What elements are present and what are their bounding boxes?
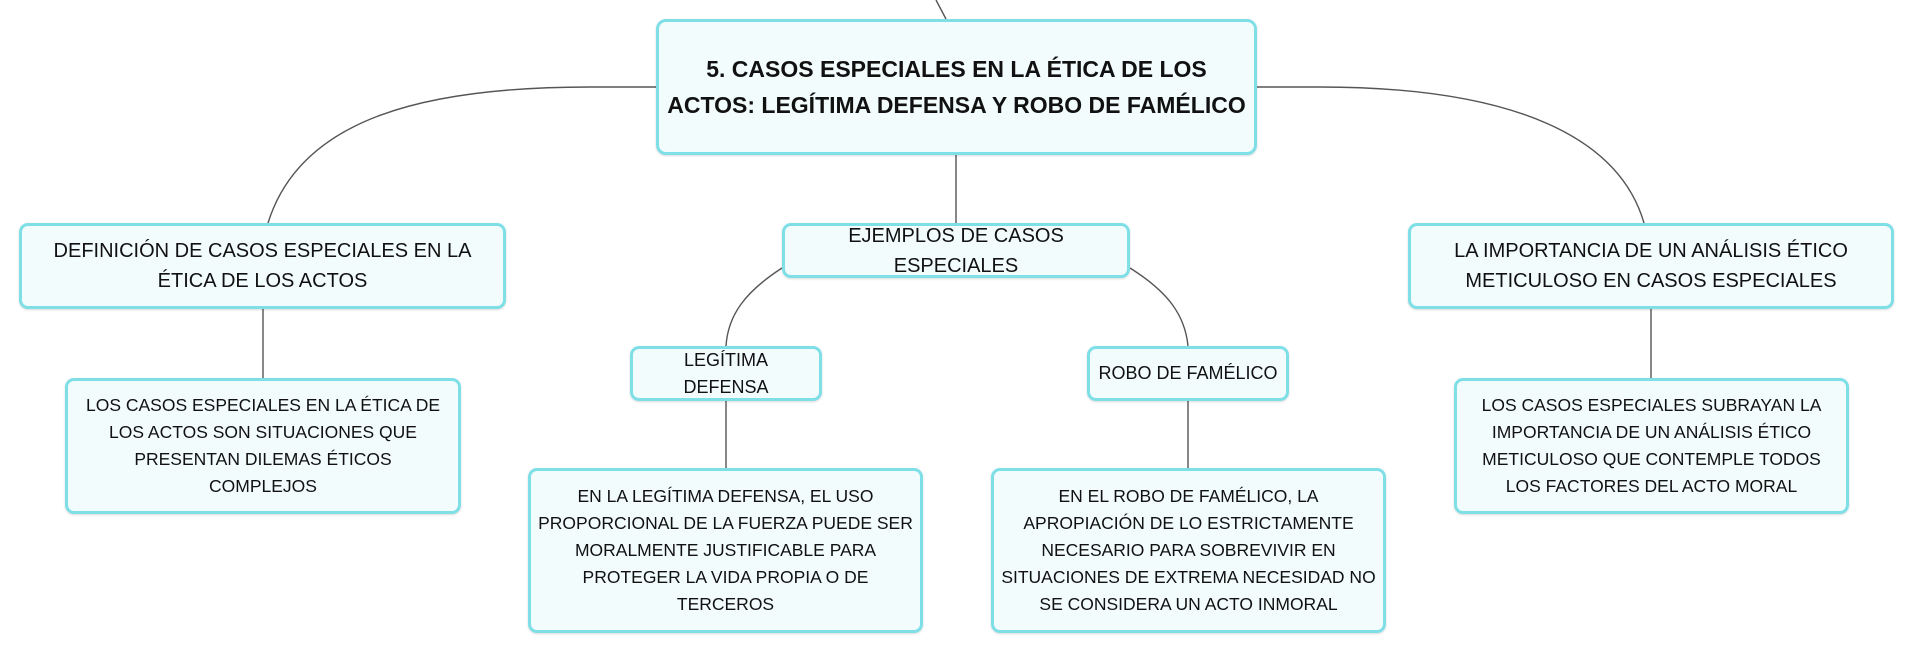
connector-examples-to-self-defense <box>725 267 783 347</box>
definition-detail-node[interactable]: LOS CASOS ESPECIALES EN LA ÉTICA DE LOS … <box>65 378 461 514</box>
examples-topic-node[interactable]: EJEMPLOS DE CASOS ESPECIALES <box>782 223 1130 278</box>
definition-detail-text: LOS CASOS ESPECIALES EN LA ÉTICA DE LOS … <box>85 395 441 496</box>
self-defense-detail-text: EN LA LEGÍTIMA DEFENSA, EL USO PROPORCIO… <box>538 486 913 614</box>
connector-examples-to-famished-theft <box>1129 267 1189 347</box>
importance-detail-text: LOS CASOS ESPECIALES SUBRAYAN LA IMPORTA… <box>1481 395 1822 496</box>
connector-parent-to-root <box>935 0 947 20</box>
root-topic-node[interactable]: 5. CASOS ESPECIALES EN LA ÉTICA DE LOS A… <box>656 19 1257 155</box>
famished-theft-detail-text: EN EL ROBO DE FAMÉLICO, LA APROPIACIÓN D… <box>1001 486 1376 614</box>
self-defense-detail-node[interactable]: EN LA LEGÍTIMA DEFENSA, EL USO PROPORCIO… <box>528 468 923 633</box>
connector-root-to-importance <box>1257 86 1645 224</box>
connector-root-to-definition <box>267 86 656 224</box>
self-defense-node[interactable]: LEGÍTIMA DEFENSA <box>630 346 822 401</box>
definition-topic-label: DEFINICIÓN DE CASOS ESPECIALES EN LA ÉTI… <box>53 240 472 292</box>
definition-topic-node[interactable]: DEFINICIÓN DE CASOS ESPECIALES EN LA ÉTI… <box>19 223 506 309</box>
importance-topic-label: LA IMPORTANCIA DE UN ANÁLISIS ÉTICO METI… <box>1454 240 1848 292</box>
importance-topic-node[interactable]: LA IMPORTANCIA DE UN ANÁLISIS ÉTICO METI… <box>1408 223 1894 309</box>
famished-theft-label: ROBO DE FAMÉLICO <box>1098 363 1278 383</box>
famished-theft-node[interactable]: ROBO DE FAMÉLICO <box>1087 346 1289 401</box>
self-defense-label: LEGÍTIMA DEFENSA <box>683 349 769 397</box>
root-topic-label: 5. CASOS ESPECIALES EN LA ÉTICA DE LOS A… <box>667 56 1246 118</box>
examples-topic-label: EJEMPLOS DE CASOS ESPECIALES <box>848 224 1064 277</box>
famished-theft-detail-node[interactable]: EN EL ROBO DE FAMÉLICO, LA APROPIACIÓN D… <box>991 468 1386 633</box>
importance-detail-node[interactable]: LOS CASOS ESPECIALES SUBRAYAN LA IMPORTA… <box>1454 378 1849 514</box>
